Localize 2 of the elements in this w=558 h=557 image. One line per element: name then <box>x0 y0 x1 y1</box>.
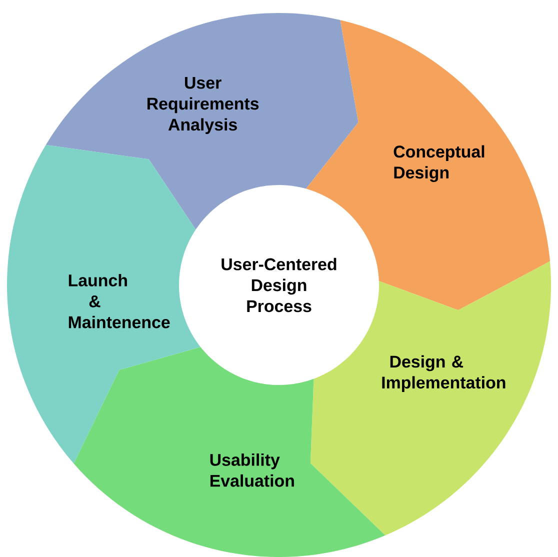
cycle-segment: Launch & Maintenence <box>7 144 212 464</box>
cycle-segment: User Requirements Analysis <box>46 13 358 239</box>
